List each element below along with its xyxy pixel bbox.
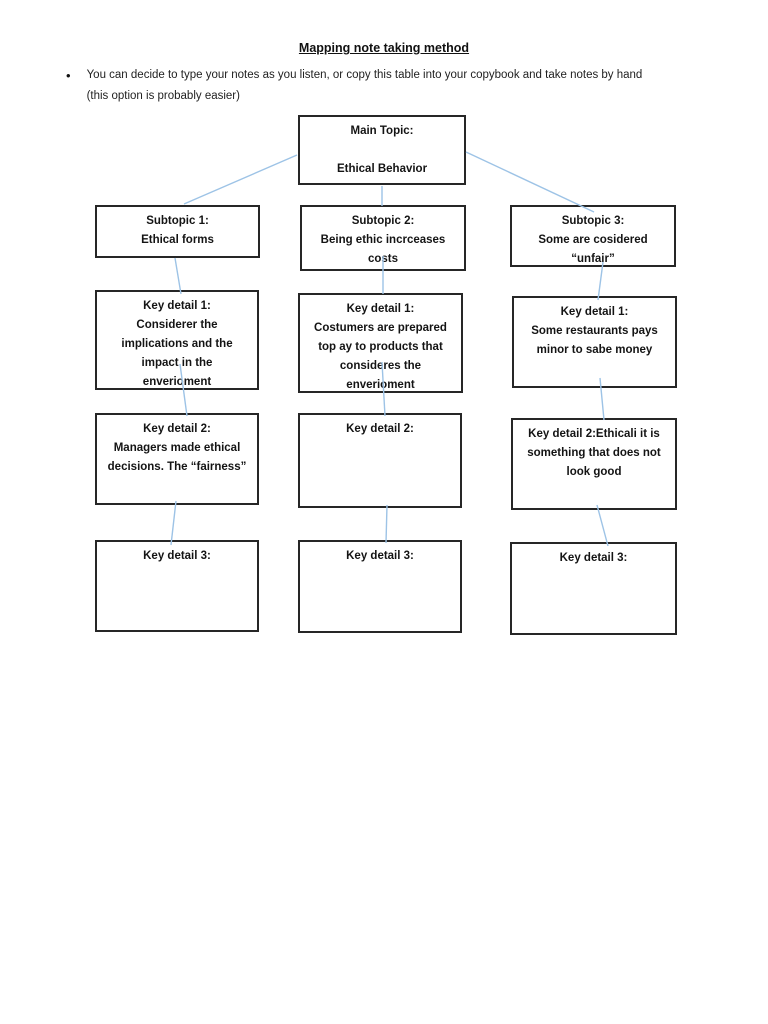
key-detail-1-col2-heading: Key detail 1: [346,303,415,315]
subtopic-1-body: Ethical forms [141,234,214,246]
page-title: Mapping note taking method [298,41,470,55]
key-detail-2-col2-heading: Key detail 2: [346,423,414,435]
key-detail-1-col1-box: Key detail 1: Considerer the implication… [95,290,259,390]
key-detail-1-col3-body: Some restaurants pays minor to sabe mone… [531,325,658,356]
connector-main-to-subtopic-3 [465,151,595,213]
subtopic-2-body: Being ethic incrceases costs [320,234,446,265]
key-detail-2-col1-body: Managers made ethical decisions. The “fa… [107,442,247,473]
key-detail-3-col1-heading: Key detail 3: [143,550,211,562]
connector-kd2-to-kd3-col2 [385,504,388,544]
key-detail-3-col3-heading: Key detail 3: [559,552,628,564]
key-detail-2-col2-box: Key detail 2: [298,413,462,508]
key-detail-3-col1-box: Key detail 3: [95,540,259,632]
connector-kd2-to-kd3-col1 [170,500,177,546]
key-detail-2-col3-body: Key detail 2:Ethicali it is something th… [527,428,661,478]
subtopic-2-heading: Subtopic 2: [351,215,415,227]
bullet-text-line-1: You can decide to type your notes as you… [86,69,643,81]
main-topic-body: Ethical Behavior [336,163,428,175]
main-topic-box: Main Topic: Ethical Behavior [298,115,466,185]
key-detail-1-col2-box: Key detail 1: Costumers are prepared top… [298,293,463,393]
key-detail-1-col2-body: Costumers are prepared top ay to product… [314,322,447,391]
bullet-item: • You can decide to type your notes as y… [66,65,642,107]
subtopic-1-box: Subtopic 1: Ethical forms [95,205,260,258]
bullet-text-line-2: (this option is probably easier) [86,90,240,102]
bullet-marker: • [66,68,71,83]
key-detail-3-col3-box: Key detail 3: [510,542,677,635]
subtopic-3-box: Subtopic 3: Some are cosidered “unfair” [510,205,676,267]
key-detail-3-col2-heading: Key detail 3: [346,550,414,562]
bullet-text: You can decide to type your notes as you… [87,65,643,107]
subtopic-1-heading: Subtopic 1: [146,215,209,227]
key-detail-2-col3-box: Key detail 2:Ethicali it is something th… [511,418,677,510]
subtopic-3-body: Some are cosidered “unfair” [538,234,648,265]
key-detail-1-col3-box: Key detail 1: Some restaurants pays mino… [512,296,677,388]
connector-main-to-subtopic-1 [183,154,298,205]
key-detail-2-col1-box: Key detail 2: Managers made ethical deci… [95,413,259,505]
connector-kd2-to-kd3-col3 [596,504,609,547]
subtopic-3-heading: Subtopic 3: [561,215,625,227]
main-topic-heading: Main Topic: [350,125,414,137]
key-detail-1-col1-heading: Key detail 1: [143,300,211,312]
key-detail-1-col3-heading: Key detail 1: [560,306,629,318]
connector-s1-to-kd1 [174,257,182,295]
key-detail-1-col1-body: Considerer the implications and the impa… [121,319,233,388]
subtopic-2-box: Subtopic 2: Being ethic incrceases costs [300,205,466,271]
key-detail-3-col2-box: Key detail 3: [298,540,462,633]
key-detail-2-col1-heading: Key detail 2: [143,423,211,435]
